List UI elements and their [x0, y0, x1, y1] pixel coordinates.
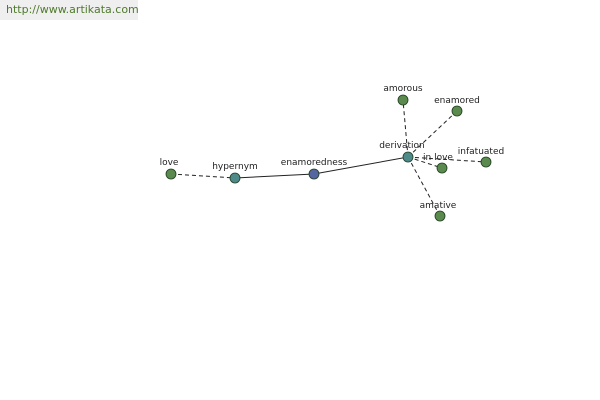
edge-derivation-amorous: [402, 99, 409, 158]
site-url-link[interactable]: http://www.artikata.com: [0, 0, 139, 20]
label-infatuated: infatuated: [458, 147, 504, 157]
label-enamoredness: enamoredness: [281, 158, 348, 168]
node-in-love[interactable]: [436, 162, 448, 174]
node-infatuated[interactable]: [480, 156, 492, 168]
label-enamored: enamored: [434, 96, 480, 106]
edge-derivation-in-love: [407, 156, 443, 169]
label-in-love: in love: [423, 153, 453, 163]
node-derivation[interactable]: [402, 151, 414, 163]
edge-enamoredness-derivation: [313, 156, 409, 175]
edge-love-hypernym: [170, 173, 236, 179]
label-derivation: derivation: [379, 141, 425, 151]
node-enamoredness[interactable]: [308, 168, 320, 180]
label-amative: amative: [420, 201, 457, 211]
edge-hypernym-enamoredness: [234, 173, 315, 179]
label-hypernym: hypernym: [212, 162, 258, 172]
edge-derivation-infatuated: [407, 156, 487, 163]
node-hypernym[interactable]: [229, 172, 241, 184]
label-love: love: [160, 158, 179, 168]
node-amative[interactable]: [434, 210, 446, 222]
edge-derivation-enamored: [407, 110, 458, 158]
node-enamored[interactable]: [451, 105, 463, 117]
node-love[interactable]: [165, 168, 177, 180]
label-amorous: amorous: [383, 84, 423, 94]
node-amorous[interactable]: [397, 94, 409, 106]
